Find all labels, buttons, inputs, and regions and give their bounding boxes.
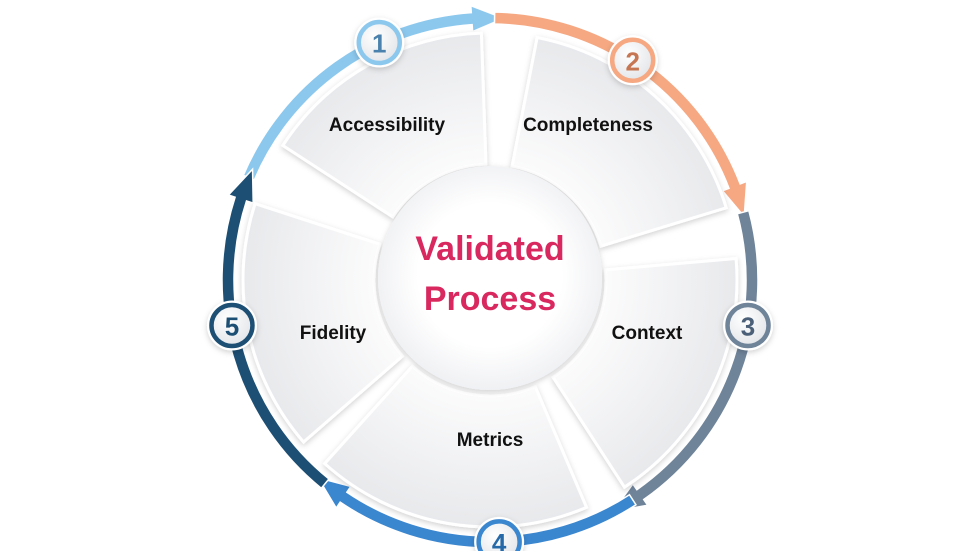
badge-circle (609, 37, 656, 84)
badge-number-4: 4 (492, 528, 507, 551)
segment-label-5: Fidelity (300, 323, 367, 344)
badge-number-2: 2 (625, 46, 639, 76)
segment-label-2: Completeness (523, 115, 653, 136)
segment-5 (241, 201, 405, 445)
ring-arrow-4 (316, 476, 637, 549)
segment-wheel (241, 31, 739, 529)
badge-circle (725, 302, 771, 349)
badge-circle (476, 519, 522, 556)
step-badge-1: 1 (354, 17, 405, 68)
badge-circle (209, 302, 255, 349)
segment-label-4: Metrics (457, 430, 524, 451)
segment-1 (280, 31, 488, 219)
badge-circle (356, 19, 403, 66)
badge-number-3: 3 (741, 312, 755, 342)
badge-number-5: 5 (225, 312, 239, 342)
step-badge-5: 5 (206, 300, 257, 351)
step-badge-4: 4 (474, 516, 525, 556)
segment-2 (510, 35, 729, 248)
badge-number-1: 1 (372, 29, 386, 59)
step-badge-2: 2 (607, 35, 658, 86)
ring-arrow-5 (221, 167, 330, 490)
center-hub: Validated Process (378, 166, 602, 390)
step-badges: 1 2 3 4 5 (206, 17, 774, 556)
step-badge-3: 3 (723, 300, 774, 351)
center-title-line-2: Process (424, 280, 556, 318)
center-title-line-1: Validated (415, 230, 564, 268)
segment-label-3: Context (612, 323, 683, 344)
segment-label-1: Accessibility (329, 115, 446, 136)
